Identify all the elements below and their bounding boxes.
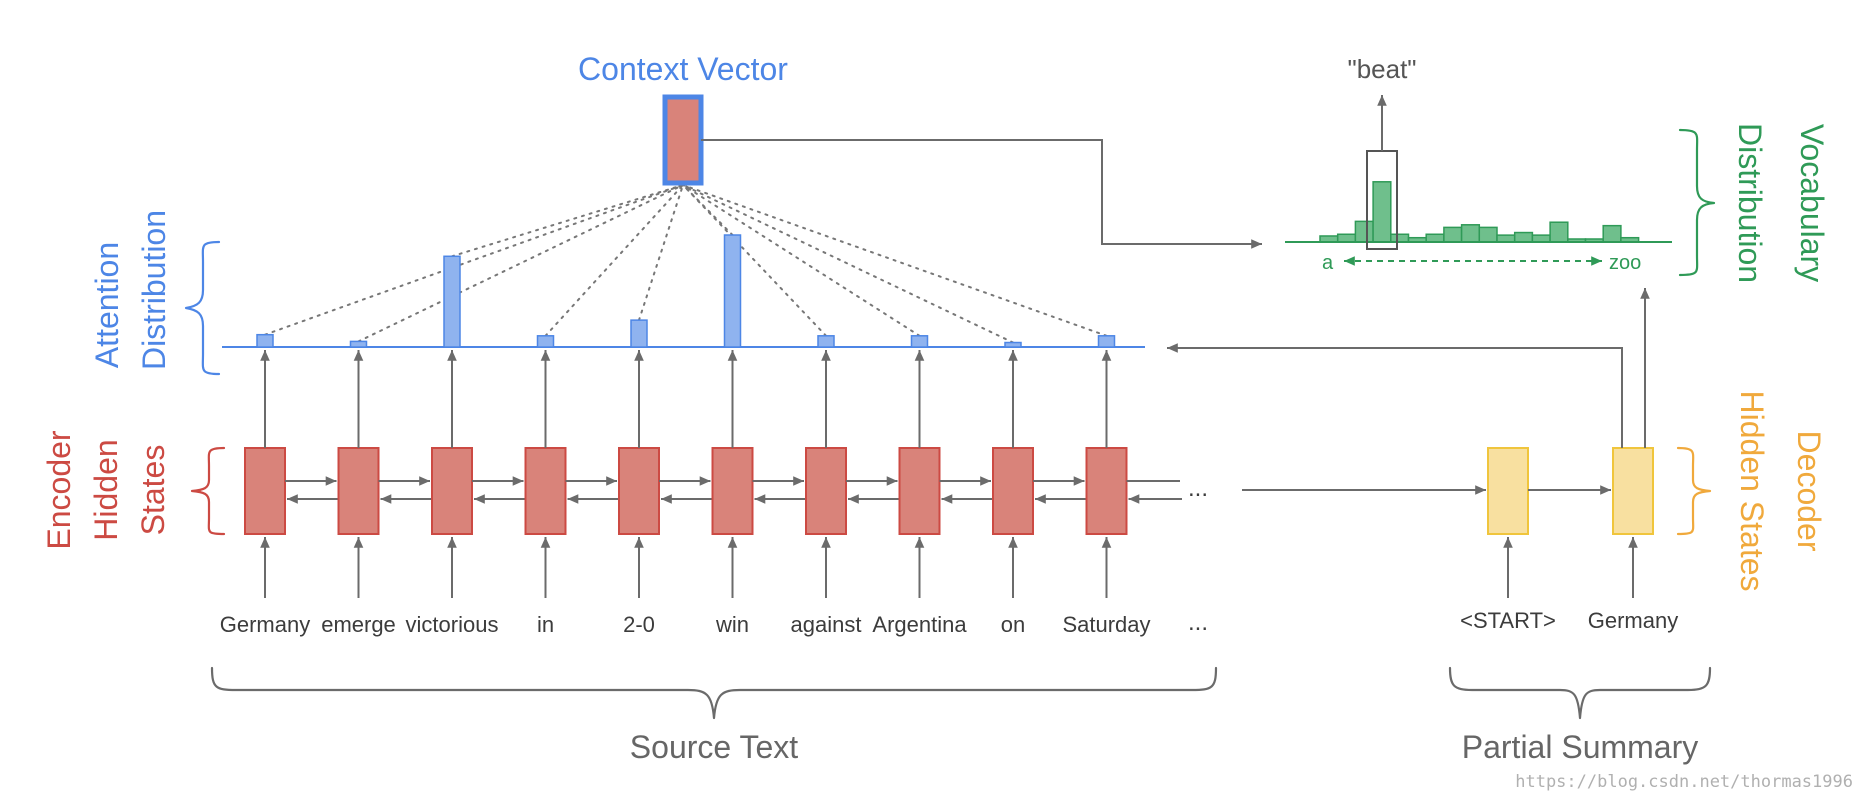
encoder-state-5 — [618, 447, 660, 535]
attention-bar-5 — [630, 319, 648, 348]
attention-bar-3 — [443, 255, 461, 348]
context-to-vocab-arrow — [701, 139, 1262, 249]
vocab-bar-14 — [1549, 221, 1569, 243]
decoder-to-attention-arrow — [1167, 343, 1623, 448]
context-vector: Context Vector — [578, 51, 788, 186]
decoder-label-line2: Hidden States — [1734, 390, 1770, 591]
attention-dotted-line — [682, 184, 734, 236]
attention-bar-10 — [1097, 335, 1116, 348]
decoder-state-1 — [1487, 447, 1529, 535]
context-vector-label: Context Vector — [578, 51, 788, 87]
attention-distribution-label: Attention Distribution — [89, 210, 221, 376]
attention-dotted-line — [451, 184, 684, 258]
attention-bar-4 — [536, 335, 555, 348]
source-word: Argentina — [872, 612, 967, 637]
decoder-hidden-states — [1167, 288, 1654, 598]
decoder-state-2 — [1612, 447, 1654, 535]
source-words: Germany emerge victorious in 2-0 win against Ar… — [220, 612, 1151, 637]
attention-dotted-lines — [264, 184, 1108, 344]
encoder-state-1 — [244, 447, 286, 535]
encoder-ellipsis: ... — [1188, 475, 1208, 502]
vocab-bar-17 — [1602, 224, 1622, 243]
encoder-state-7 — [805, 447, 847, 535]
watermark: https://blog.csdn.net/thormas1996 — [1515, 772, 1853, 792]
source-word: 2-0 — [623, 612, 655, 637]
vocabulary-distribution: "beat" a zoo — [1285, 54, 1672, 274]
attention-dotted-line — [682, 184, 921, 337]
attention-bar-1 — [256, 333, 274, 348]
source-word: on — [1001, 612, 1025, 637]
attention-label-line2: Distribution — [136, 210, 172, 370]
encoder-label-line1: Encoder — [41, 430, 77, 550]
source-text-brace — [210, 666, 1218, 720]
vocab-bar-3 — [1354, 220, 1374, 243]
source-word: win — [715, 612, 749, 637]
source-word: victorious — [406, 612, 499, 637]
source-word: emerge — [321, 612, 396, 637]
encoder-state-2 — [337, 447, 380, 535]
encoder-state-10 — [1085, 447, 1128, 535]
attention-label-line1: Attention — [89, 242, 125, 368]
partial-summary-label: Partial Summary — [1462, 729, 1699, 765]
vocab-bar-7 — [1425, 233, 1445, 243]
source-word: against — [791, 612, 862, 637]
vocab-label-line1: Vocabulary — [1794, 124, 1830, 282]
encoder-state-6 — [711, 447, 754, 535]
vocab-bar-12 — [1513, 231, 1534, 243]
vocab-end-label: zoo — [1609, 252, 1641, 274]
vocab-bar-10 — [1478, 226, 1498, 243]
summary-word-germany: Germany — [1588, 608, 1678, 633]
vocab-bar-2 — [1336, 233, 1357, 243]
attention-bars — [256, 234, 1116, 348]
vocab-bar-4 — [1372, 181, 1392, 243]
encoder-label-line3: States — [135, 445, 171, 536]
output-word: "beat" — [1347, 54, 1416, 84]
partial-summary-brace — [1448, 666, 1712, 720]
summary-word-start: <START> — [1460, 608, 1556, 633]
attention-bar-9 — [1004, 341, 1022, 348]
attention-dotted-line — [357, 184, 684, 343]
vocab-bar-11 — [1496, 234, 1516, 243]
source-word: Saturday — [1062, 612, 1150, 637]
encoder-state-8 — [898, 447, 941, 535]
vocabulary-distribution-label: Vocabulary Distribution — [1678, 123, 1830, 283]
encoder-state-9 — [992, 447, 1034, 535]
source-word: Germany — [220, 612, 310, 637]
vocab-bar-8 — [1443, 226, 1463, 243]
vocab-bar-9 — [1460, 224, 1481, 243]
vocab-bar-13 — [1531, 234, 1551, 243]
encoder-brace — [190, 446, 226, 536]
source-ellipsis: ... — [1188, 609, 1208, 636]
attention-brace — [184, 240, 221, 376]
attention-bar-8 — [910, 335, 929, 348]
encoder-hidden-states — [244, 350, 1182, 598]
attention-bar-2 — [349, 340, 368, 348]
source-word: in — [537, 612, 554, 637]
source-text-label: Source Text — [630, 729, 799, 765]
vocab-label-line2: Distribution — [1732, 123, 1768, 283]
attention-dotted-line — [682, 184, 1014, 344]
vocab-brace — [1678, 128, 1716, 277]
vocab-start-label: a — [1322, 252, 1334, 274]
decoder-brace — [1676, 446, 1712, 536]
encoder-hidden-states-label: Encoder Hidden States — [41, 430, 226, 550]
context-vector-box — [662, 94, 704, 186]
encoder-state-4 — [524, 447, 567, 535]
vocab-bar-5 — [1390, 233, 1410, 243]
attention-dotted-line — [682, 184, 827, 337]
encoder-state-3 — [431, 447, 473, 535]
attention-dotted-line — [264, 184, 684, 336]
attention-dotted-line — [682, 184, 1108, 337]
decoder-hidden-states-label: Decoder Hidden States — [1676, 390, 1827, 592]
decoder-label-line1: Decoder — [1791, 431, 1827, 552]
attention-dotted-line — [544, 184, 684, 337]
attention-bar-7 — [817, 335, 835, 348]
attention-dotted-line — [638, 184, 684, 322]
encoder-label-line2: Hidden — [88, 439, 124, 540]
attention-bar-6 — [723, 234, 742, 348]
